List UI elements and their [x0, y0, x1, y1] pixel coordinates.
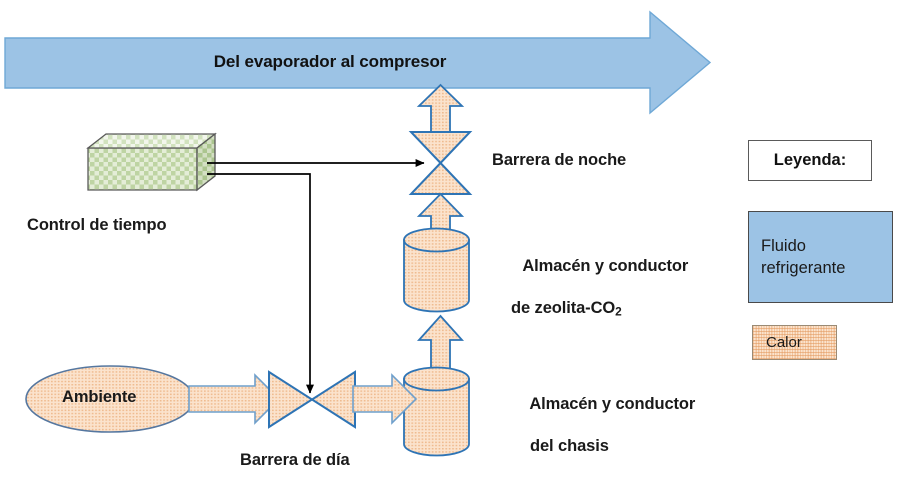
legend-heat-label: Calor: [766, 334, 802, 351]
zeolite-store-label-line2: de zeolita-CO2: [505, 298, 688, 320]
chassis-store-label-line1: Almacén y conductor: [529, 395, 696, 414]
legend-swatch-refrigerant: Fluido refrigerante: [748, 211, 893, 303]
day-barrier-valve: [268, 370, 356, 429]
zeolite-store-cylinder: [403, 227, 470, 313]
night-barrier-valve: [408, 131, 473, 195]
chassis-store-label: Almacén y conductor del chasis: [512, 373, 695, 490]
day-barrier-label: Barrera de día: [240, 451, 350, 469]
arrow-night-barrier-to-banner: [416, 83, 465, 133]
legend-title: Leyenda:: [773, 151, 847, 169]
banner-title: Del evaporador al compresor: [213, 52, 447, 71]
chassis-store-cylinder: [403, 366, 470, 457]
legend-refrigerant-label: Fluido refrigerante: [761, 235, 845, 279]
ambient-label: Ambiente: [62, 388, 137, 406]
banner-arrow: [4, 10, 712, 115]
legend-swatch-heat: Calor: [752, 325, 837, 360]
zeolite-store-label-subscript: 2: [615, 304, 622, 319]
arrow-ambient-to-day-barrier: [188, 373, 281, 425]
timer-label: Control de tiempo: [27, 216, 167, 234]
zeolite-store-label: Almacén y conductor de zeolita-CO2: [505, 235, 688, 362]
arrow-chassis-to-zeolite: [416, 314, 465, 376]
arrow-day-barrier-to-chassis: [352, 373, 418, 425]
line-timer-to-day-barrier[interactable]: [207, 173, 314, 394]
zeolite-store-label-line2-text: de zeolita-CO: [511, 299, 616, 318]
timer-cube: [86, 132, 217, 192]
night-barrier-label: Barrera de noche: [492, 151, 627, 169]
legend-refrigerant-label-line1: Fluido: [761, 236, 806, 255]
chassis-store-label-line2: del chasis: [530, 437, 609, 456]
legend-title-box: Leyenda:: [748, 140, 872, 181]
legend-refrigerant-label-line2: refrigerante: [761, 259, 846, 277]
zeolite-store-label-line1: Almacén y conductor: [522, 257, 689, 276]
